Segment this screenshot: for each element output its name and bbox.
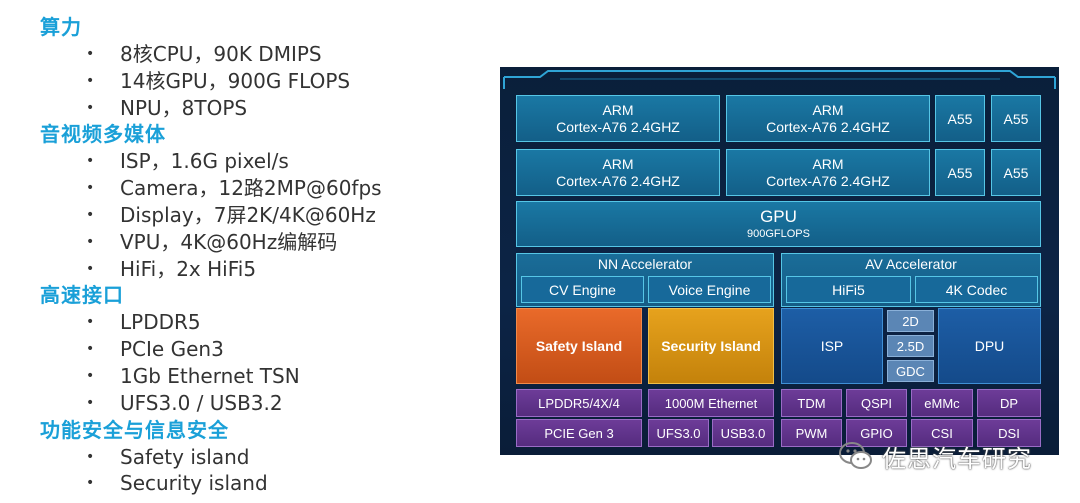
4k-codec: 4K Codec <box>915 276 1038 303</box>
hifi5: HiFi5 <box>786 276 911 303</box>
io-lpddr: LPDDR5/4X/4 <box>516 389 642 417</box>
gdc-block: GDC <box>887 360 934 382</box>
bullet: • <box>86 180 95 197</box>
gpu-block: GPU 900GFLOPS <box>516 201 1041 247</box>
bullet: • <box>86 475 95 492</box>
io-usb: USB3.0 <box>712 419 774 447</box>
io-pcie: PCIE Gen 3 <box>516 419 642 447</box>
bullet: • <box>86 394 95 411</box>
list-item: •8核CPU，90K DMIPS <box>86 42 322 66</box>
section-title-safety: 功能安全与信息安全 <box>40 417 229 442</box>
security-island: Security Island <box>648 308 774 384</box>
2-5d-block: 2.5D <box>887 335 934 357</box>
io-dsi: DSI <box>977 419 1041 447</box>
bullet: • <box>86 46 95 62</box>
cpu-core-a76: ARM Cortex-A76 2.4GHZ <box>516 149 720 196</box>
io-qspi: QSPI <box>846 389 907 417</box>
list-item: •ISP，1.6G pixel/s <box>86 149 289 174</box>
nn-accelerator: NN Accelerator CV Engine Voice Engine <box>516 253 774 307</box>
bullet: • <box>86 206 95 223</box>
list-item: •VPU，4K@60Hz编解码 <box>86 229 338 254</box>
list-item: •Camera，12路2MP@60fps <box>86 176 382 201</box>
cpu-core-a76: ARM Cortex-A76 2.4GHZ <box>726 95 930 142</box>
cpu-core-a55: A55 <box>991 95 1041 142</box>
av-accelerator: AV Accelerator HiFi5 4K Codec <box>781 253 1041 307</box>
io-csi: CSI <box>911 419 973 447</box>
list-item: •Safety island <box>86 444 250 469</box>
bullet: • <box>86 153 95 170</box>
wechat-icon <box>839 442 872 469</box>
cpu-core-a76: ARM Cortex-A76 2.4GHZ <box>516 95 720 142</box>
io-emmc: eMMc <box>911 389 973 417</box>
section-title-interfaces: 高速接口 <box>40 283 124 308</box>
list-item: •Security island <box>86 471 268 496</box>
cpu-core-a55: A55 <box>935 149 985 196</box>
cv-engine: CV Engine <box>521 276 644 303</box>
bullet: • <box>86 72 95 89</box>
section-title-multimedia: 音视频多媒体 <box>40 122 166 147</box>
bullet: • <box>86 367 95 384</box>
safety-island: Safety Island <box>516 308 642 384</box>
io-pwm: PWM <box>781 419 842 447</box>
list-item: •LPDDR5 <box>86 310 201 335</box>
list-item: •Display，7屏2K/4K@60Hz <box>86 202 376 227</box>
list-item: •14核GPU，900G FLOPS <box>86 68 351 93</box>
list-item: •PCIe Gen3 <box>86 337 224 362</box>
io-ufs: UFS3.0 <box>648 419 709 447</box>
list-item: •NPU，8TOPS <box>86 95 248 120</box>
bullet: • <box>86 448 95 465</box>
voice-engine: Voice Engine <box>648 276 771 303</box>
bullet: • <box>86 260 95 277</box>
av-accelerator-title: AV Accelerator <box>865 256 957 272</box>
list-item: •1Gb Ethernet TSN <box>86 363 300 388</box>
feature-list: 算力 •8核CPU，90K DMIPS •14核GPU，900G FLOPS •… <box>40 14 480 497</box>
cpu-core-a76: ARM Cortex-A76 2.4GHZ <box>726 149 930 196</box>
soc-block-diagram: ARM Cortex-A76 2.4GHZ ARM Cortex-A76 2.4… <box>500 67 1059 455</box>
io-dp: DP <box>977 389 1041 417</box>
isp-block: ISP <box>781 308 883 384</box>
bullet: • <box>86 314 95 331</box>
io-tdm: TDM <box>781 389 842 417</box>
bullet: • <box>86 99 95 116</box>
section-title-compute: 算力 <box>40 15 82 39</box>
cpu-core-a55: A55 <box>935 95 985 142</box>
2d-block: 2D <box>887 310 934 332</box>
bullet: • <box>86 341 95 358</box>
list-item: •HiFi，2x HiFi5 <box>86 256 257 281</box>
list-item: •UFS3.0 / USB3.2 <box>86 390 283 415</box>
watermark: 佐思汽车研究 <box>838 438 1032 474</box>
frame-decoration <box>503 70 1056 89</box>
bullet: • <box>86 233 95 250</box>
watermark-text: 佐思汽车研究 <box>882 444 1032 473</box>
nn-accelerator-title: NN Accelerator <box>597 256 693 272</box>
io-ethernet: 1000M Ethernet <box>648 389 774 417</box>
io-gpio: GPIO <box>846 419 907 447</box>
cpu-core-a55: A55 <box>991 149 1041 196</box>
dpu-block: DPU <box>938 308 1041 384</box>
